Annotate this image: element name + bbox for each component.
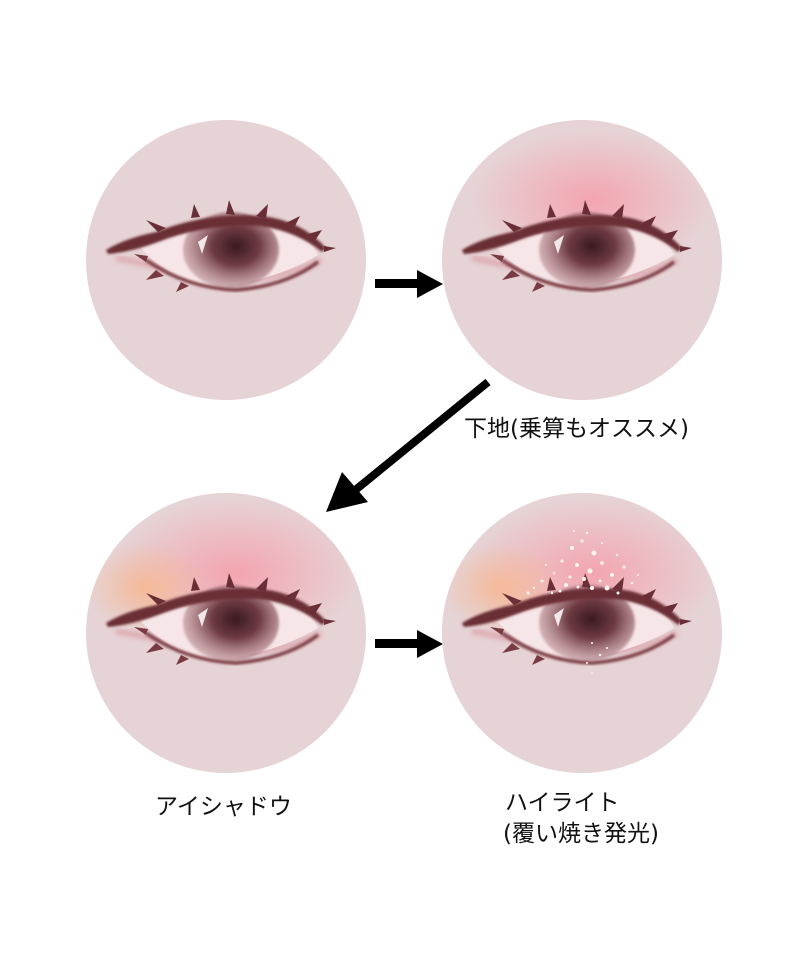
- step-eyeshadow-panel: [86, 493, 366, 773]
- arrow-right-icon: [375, 270, 443, 298]
- step-highlight-label-line1: ハイライト: [505, 790, 620, 816]
- step-base-panel: [86, 120, 366, 400]
- eye-illustration-highlight: [442, 498, 717, 674]
- sparkle-particles: [526, 530, 639, 674]
- step-underlay-panel: [442, 120, 722, 400]
- step-highlight-panel: [442, 493, 722, 773]
- step-highlight-label-line2: (覆い焼き発光): [503, 821, 659, 847]
- step-underlay-label: 下地(乗算もオススメ): [464, 416, 689, 442]
- arrow-right-icon: [375, 630, 443, 658]
- step-eyeshadow-label: アイシャドウ: [155, 794, 292, 820]
- eye-illustration-eyeshadow: [86, 498, 361, 773]
- eye-illustration-base: [86, 120, 366, 400]
- eye-illustration-underlay: [442, 130, 712, 400]
- arrow-down-left-icon: [326, 378, 491, 512]
